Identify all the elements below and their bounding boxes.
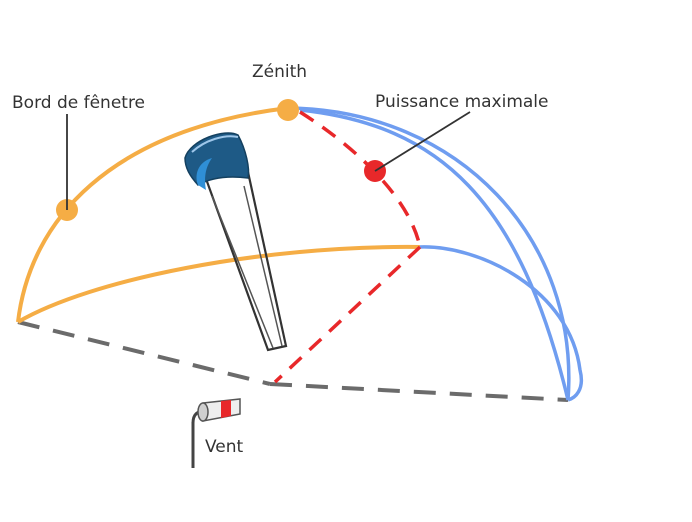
window-edge-arcs bbox=[16, 106, 421, 324]
wind-sock-mouth bbox=[197, 402, 209, 422]
ground-plane bbox=[17, 320, 569, 402]
kite-lines-inner bbox=[211, 185, 283, 349]
kite-leading-edge bbox=[191, 135, 239, 153]
wind-sock-stripe bbox=[221, 400, 231, 418]
max-power-path bbox=[273, 110, 422, 384]
ground-line-left bbox=[17, 320, 271, 386]
power-zone-middle-arc bbox=[299, 108, 570, 401]
window-edge-inner-arc bbox=[16, 244, 421, 324]
zenith-marker bbox=[277, 99, 299, 121]
power-zone-arcs bbox=[287, 106, 583, 402]
kite bbox=[184, 132, 288, 352]
kite-canopy-inner bbox=[196, 158, 212, 190]
leader-lines bbox=[66, 111, 471, 210]
label-window-edge: Bord de fênetre bbox=[12, 93, 145, 113]
window-edge-outer-arc bbox=[16, 106, 289, 323]
power-zone-outer-arc bbox=[287, 106, 571, 401]
wind-sock-icon bbox=[191, 398, 241, 468]
kite-canopy bbox=[184, 132, 250, 186]
label-zenith: Zénith bbox=[252, 62, 307, 82]
max-power-lower-line bbox=[273, 245, 422, 384]
max-power-leader bbox=[374, 111, 471, 172]
label-max-power: Puissance maximale bbox=[375, 92, 549, 112]
power-zone-inner-arc bbox=[419, 245, 583, 402]
max-power-upper-arc bbox=[299, 110, 422, 248]
kite-lines bbox=[203, 171, 288, 352]
label-wind: Vent bbox=[205, 437, 244, 457]
ground-line-right bbox=[269, 382, 569, 402]
